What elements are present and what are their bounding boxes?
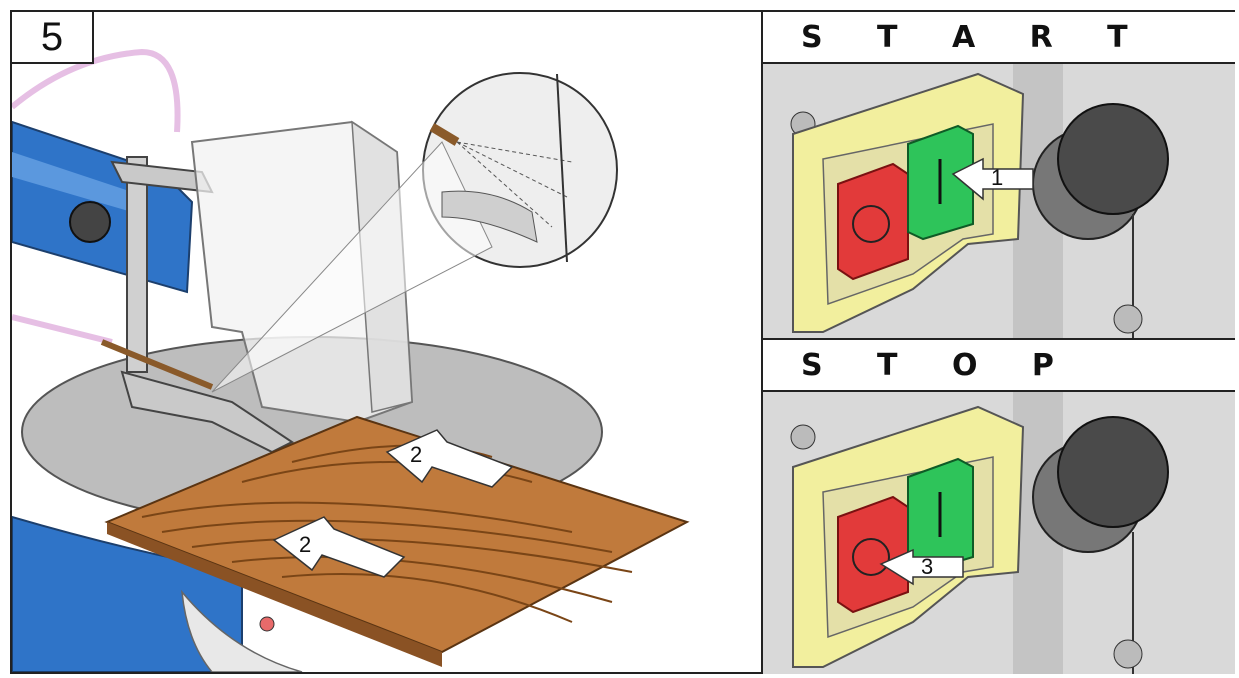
step-number: 5 <box>12 12 94 64</box>
stop-switch-drawing: 3 <box>763 392 1235 674</box>
air-hose-lower <box>12 314 113 345</box>
feed-arrow-1-label: 2 <box>410 442 422 467</box>
start-arrow <box>951 157 1034 201</box>
start-heading: S T A R T <box>763 12 1235 64</box>
feed-arrow-2 <box>272 516 406 578</box>
stop-illustration: 3 <box>763 392 1235 674</box>
stop-button <box>837 162 909 281</box>
wood-edge <box>107 522 442 667</box>
feed-arrow-1 <box>385 429 514 488</box>
air-hose-upper <box>12 48 181 133</box>
feed-arrow-2-label: 2 <box>299 532 311 557</box>
zoom-blade <box>556 73 568 263</box>
wood-grain <box>141 444 633 623</box>
stop-symbol <box>852 205 890 243</box>
scroll-saw-drawing: 2 2 <box>12 48 690 672</box>
panel-screw-left <box>790 424 816 450</box>
star-knob <box>69 201 111 243</box>
upper-arm-highlight <box>12 152 132 212</box>
tilt-knob <box>259 616 275 632</box>
zoom-foot <box>441 190 538 243</box>
stop-symbol <box>852 538 890 576</box>
speed-knob <box>1057 103 1169 215</box>
start-arrow-label: 1 <box>991 165 1003 190</box>
air-nozzle <box>100 339 214 390</box>
tilt-scale <box>181 589 303 672</box>
stop-button <box>837 495 909 614</box>
start-illustration: 1 <box>763 64 1235 338</box>
stop-arrow-label: 3 <box>921 554 933 579</box>
air-jet-lines <box>456 141 573 228</box>
start-switch-drawing: 1 <box>763 64 1235 338</box>
stop-heading: S T O P <box>763 338 1235 392</box>
zoom-nozzle <box>429 123 460 146</box>
panel-screw <box>1113 639 1143 669</box>
stop-arrow <box>879 548 964 586</box>
main-illustration: 2 2 <box>12 12 762 672</box>
speed-knob <box>1057 416 1169 528</box>
guard-rod <box>126 156 148 373</box>
panel-divider <box>761 12 763 674</box>
panel-screw <box>1113 304 1143 334</box>
